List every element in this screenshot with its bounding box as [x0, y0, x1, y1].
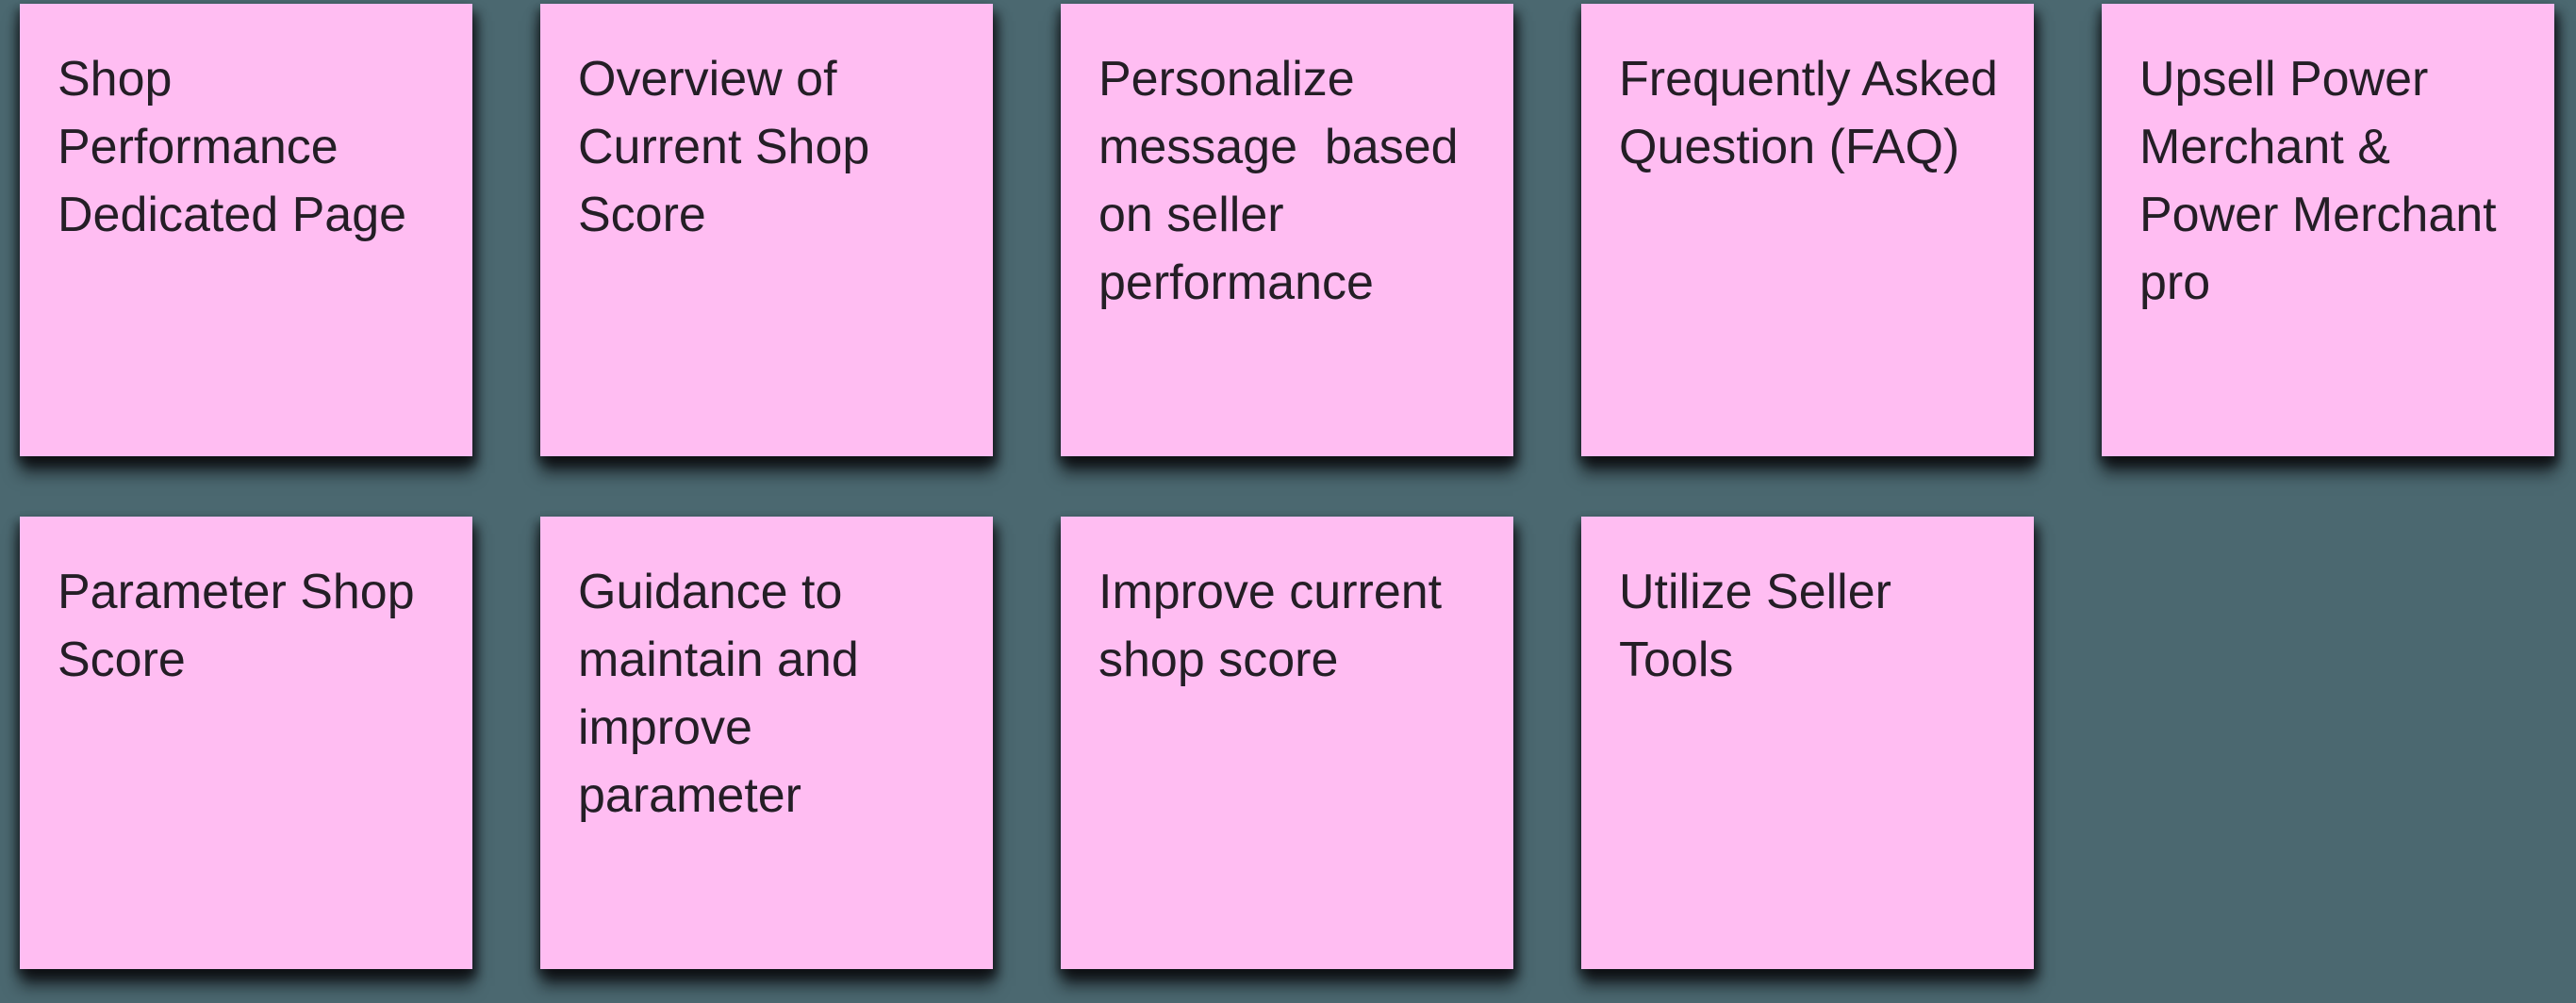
sticky-note[interactable]: Personalize message based on seller perf… [1061, 4, 1513, 456]
sticky-note-text: Guidance to maintain and improve paramet… [578, 565, 859, 823]
sticky-note-text: Parameter Shop Score [58, 565, 415, 687]
sticky-note[interactable]: Overview of Current Shop Score [540, 4, 993, 456]
sticky-note[interactable]: Improve current shop score [1061, 517, 1513, 969]
sticky-note-text: Utilize Seller Tools [1619, 565, 1891, 687]
note-row: Parameter Shop Score Guidance to maintain… [20, 517, 2034, 969]
sticky-note-text: Frequently Asked Question (FAQ) [1619, 52, 1998, 174]
sticky-note[interactable]: Utilize Seller Tools [1581, 517, 2034, 969]
sticky-note-text: Personalize message based on seller perf… [1098, 52, 1459, 310]
sticky-note-text: Overview of Current Shop Score [578, 52, 870, 242]
sticky-note[interactable]: Parameter Shop Score [20, 517, 472, 969]
note-row: Shop Performance Dedicated Page Overview … [20, 4, 2554, 456]
sticky-note-text: Improve current shop score [1098, 565, 1443, 687]
sticky-note[interactable]: Frequently Asked Question (FAQ) [1581, 4, 2034, 456]
sticky-note-text: Upsell Power Merchant & Power Merchant p… [2139, 52, 2497, 310]
sticky-note-text: Shop Performance Dedicated Page [58, 52, 407, 242]
sticky-note[interactable]: Shop Performance Dedicated Page [20, 4, 472, 456]
sticky-note[interactable]: Guidance to maintain and improve paramet… [540, 517, 993, 969]
sticky-note[interactable]: Upsell Power Merchant & Power Merchant p… [2102, 4, 2554, 456]
